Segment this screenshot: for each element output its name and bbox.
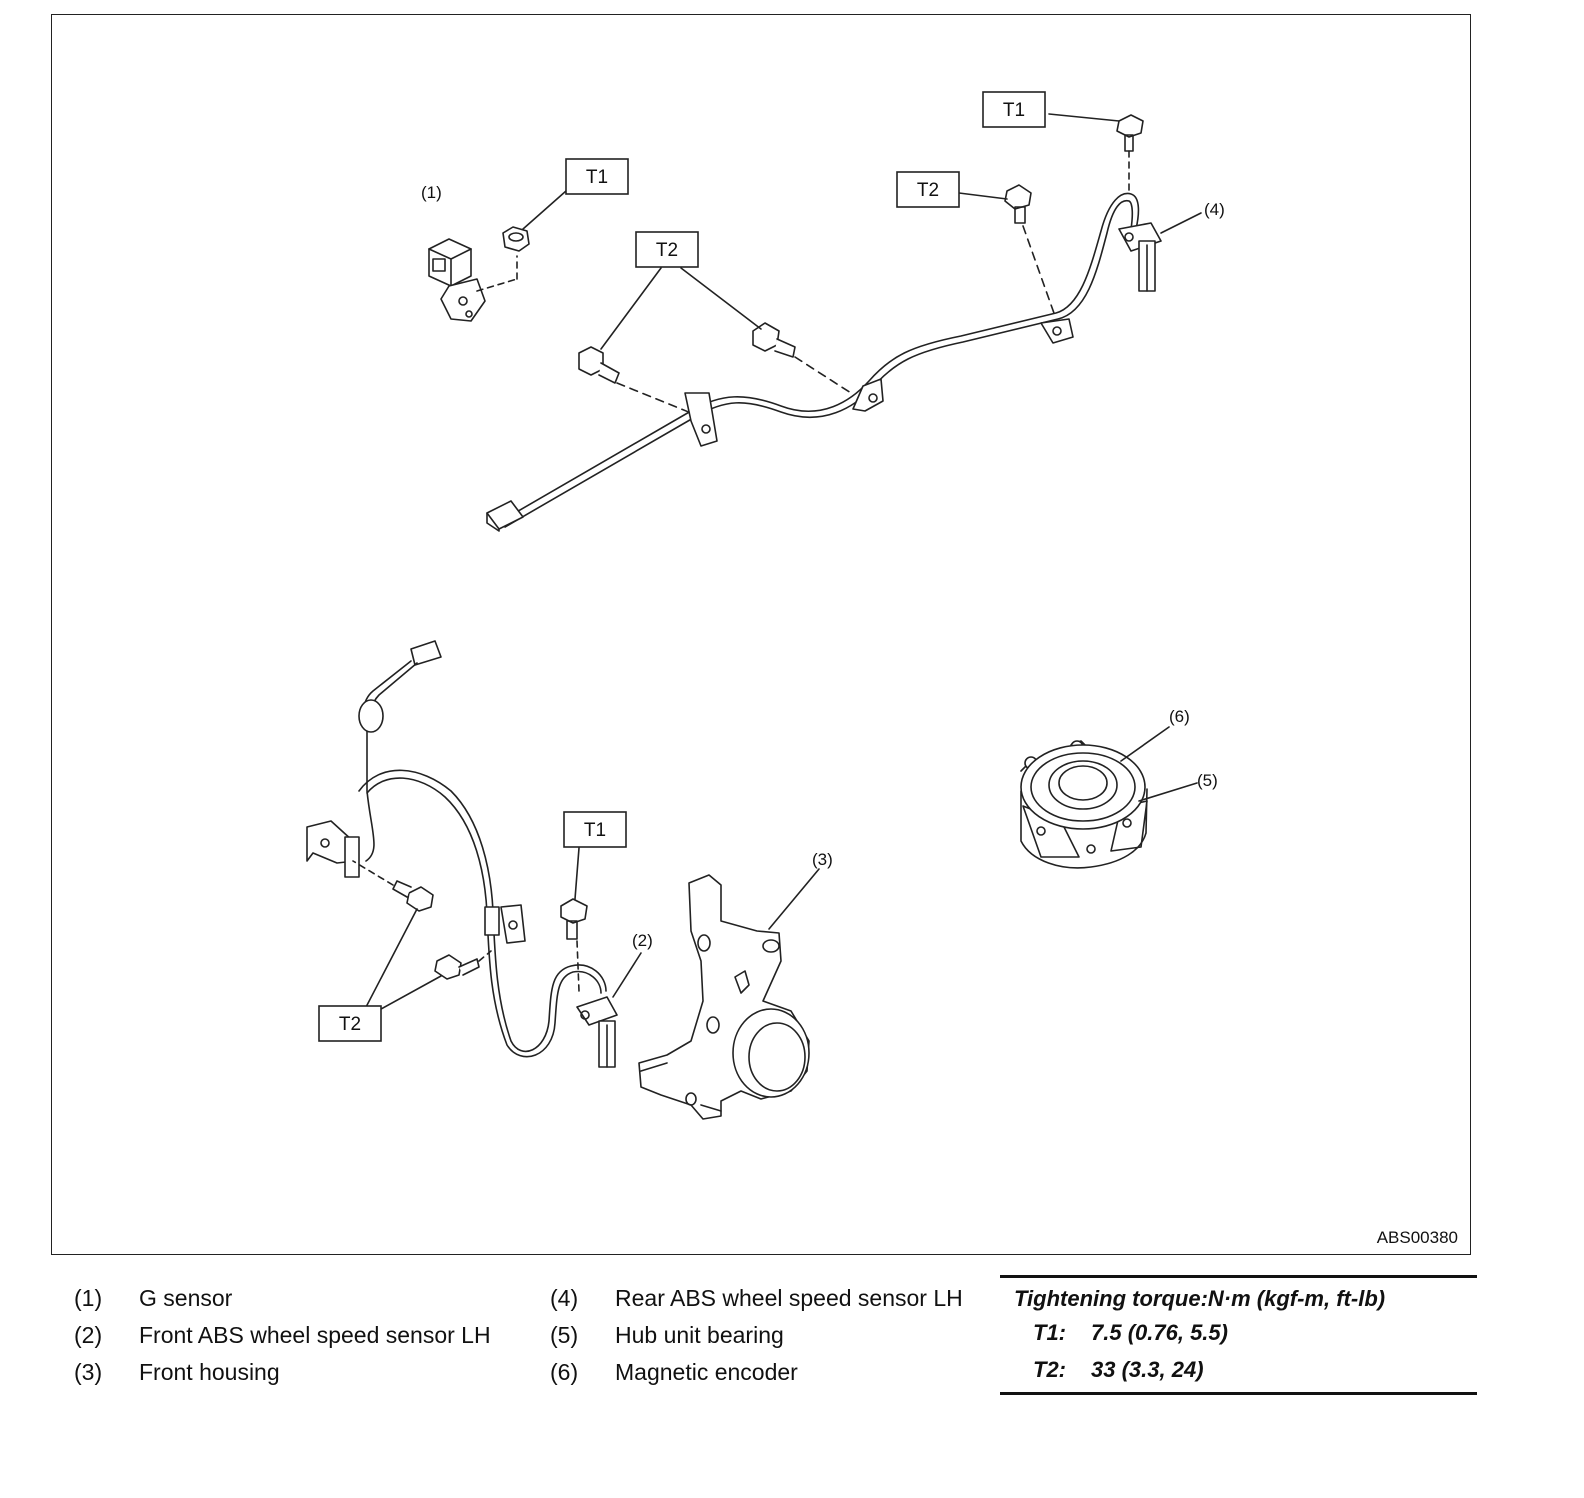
torque-row: T2: 33 (3.3, 24) xyxy=(1000,1351,1477,1388)
legend-item: (6) Magnetic encoder xyxy=(550,1354,963,1391)
g-sensor xyxy=(428,238,518,322)
callout-2: (2) xyxy=(632,931,653,950)
magnetic-encoder xyxy=(1020,726,1198,830)
torque-tag: T1 xyxy=(584,820,606,841)
bolt xyxy=(560,847,588,992)
leader-line xyxy=(380,975,442,1010)
parts-illustration: (1) (2) (3) (4) (5) (6) T1 T1 T2 T2 T1 T… xyxy=(306,91,1225,1120)
bolt xyxy=(434,950,492,980)
front-housing xyxy=(638,868,820,1120)
callout-6: (6) xyxy=(1169,707,1190,726)
bolt xyxy=(578,346,692,414)
diagram-frame: (1) (2) (3) (4) (5) (6) T1 T1 T2 T2 T1 T… xyxy=(51,14,1471,1255)
torque-tag-box xyxy=(565,158,629,195)
torque-tag: T2 xyxy=(917,180,939,201)
leader-line xyxy=(522,190,567,230)
legend-num: (5) xyxy=(550,1322,579,1348)
leader-line xyxy=(364,908,418,1010)
torque-key: T1: xyxy=(1033,1320,1066,1345)
bolt xyxy=(1048,113,1144,192)
legend-text: Front ABS wheel speed sensor LH xyxy=(139,1322,491,1348)
torque-tag-box xyxy=(635,231,699,268)
callout-4: (4) xyxy=(1204,200,1225,219)
legend-middle: (4) Rear ABS wheel speed sensor LH (5) Hub… xyxy=(550,1280,963,1391)
torque-tag-box xyxy=(318,1005,382,1042)
rear-abs-sensor xyxy=(1118,212,1202,292)
legend-item: (1) G sensor xyxy=(74,1280,491,1317)
leader-line xyxy=(680,267,762,330)
legend-item: (3) Front housing xyxy=(74,1354,491,1391)
rear-harness xyxy=(486,192,1140,532)
callout-1: (1) xyxy=(421,183,442,202)
torque-tag: T1 xyxy=(1003,100,1025,121)
legend-text: Magnetic encoder xyxy=(615,1359,798,1385)
legend-num: (2) xyxy=(74,1322,103,1348)
bolt xyxy=(352,860,434,912)
legend-left: (1) G sensor (2) Front ABS wheel speed sen… xyxy=(74,1280,491,1391)
bolt xyxy=(958,184,1056,317)
legend-text: G sensor xyxy=(139,1285,233,1311)
nut xyxy=(502,226,530,252)
leader-line xyxy=(600,267,662,350)
legend-num: (6) xyxy=(550,1359,579,1385)
torque-key: T2: xyxy=(1033,1357,1066,1382)
legend-item: (5) Hub unit bearing xyxy=(550,1317,963,1354)
legend-num: (3) xyxy=(74,1359,103,1385)
torque-tag-box xyxy=(896,171,960,208)
legend-num: (4) xyxy=(550,1285,579,1311)
torque-value: 7.5 (0.76, 5.5) xyxy=(1091,1320,1228,1345)
legend-item: (2) Front ABS wheel speed sensor LH xyxy=(74,1317,491,1354)
torque-specs: Tightening torque:N·m (kgf-m, ft-lb) T1:… xyxy=(1000,1275,1477,1395)
legend-num: (1) xyxy=(74,1285,103,1311)
figure-id: ABS00380 xyxy=(1376,1228,1458,1247)
legend-item: (4) Rear ABS wheel speed sensor LH xyxy=(550,1280,963,1317)
torque-row: T1: 7.5 (0.76, 5.5) xyxy=(1000,1314,1477,1351)
torque-tag: T2 xyxy=(656,240,678,261)
legend-text: Front housing xyxy=(139,1359,280,1385)
front-abs-sensor xyxy=(576,952,642,1068)
torque-value: 33 (3.3, 24) xyxy=(1091,1357,1204,1382)
torque-tag: T1 xyxy=(586,167,608,188)
bolt xyxy=(752,322,852,394)
front-harness xyxy=(306,640,607,1058)
torque-tag-box xyxy=(982,91,1046,128)
torque-title: Tightening torque:N·m (kgf-m, ft-lb) xyxy=(1014,1286,1386,1311)
legend-text: Hub unit bearing xyxy=(615,1322,784,1348)
legend-text: Rear ABS wheel speed sensor LH xyxy=(615,1285,963,1311)
torque-tag: T2 xyxy=(339,1014,361,1035)
callout-3: (3) xyxy=(812,850,833,869)
torque-tag-box xyxy=(563,811,627,848)
callout-5: (5) xyxy=(1197,771,1218,790)
